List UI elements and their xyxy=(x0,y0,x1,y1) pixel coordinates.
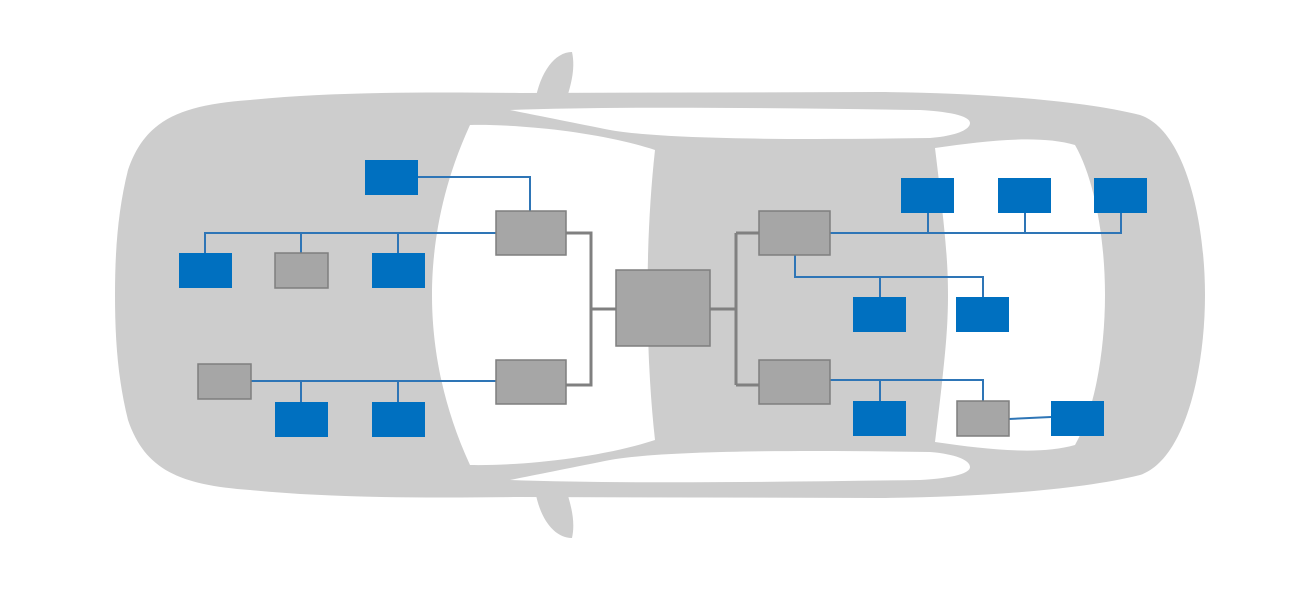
ecu-blue-rear-middle-1[interactable] xyxy=(853,297,906,332)
backbone-right xyxy=(710,231,759,387)
ecu-gray-front-middle[interactable] xyxy=(274,252,329,289)
ecu-blue-front-upper-1[interactable] xyxy=(179,253,232,288)
bus-front-left-upper xyxy=(204,232,496,253)
bus-front-left-lower xyxy=(251,380,496,402)
domain-controller-front-left-lower[interactable] xyxy=(495,359,567,405)
backbone-left xyxy=(566,231,616,387)
bus-rear-upper xyxy=(830,213,1122,234)
ecu-blue-rear-upper-3[interactable] xyxy=(1094,178,1147,213)
gray-controllers xyxy=(197,210,1010,437)
domain-controller-front-left-upper[interactable] xyxy=(495,210,567,256)
ecu-blue-rear-middle-2[interactable] xyxy=(956,297,1009,332)
left-mirror xyxy=(535,52,574,104)
upper-side-window xyxy=(510,107,970,139)
bus-rear-lower xyxy=(830,379,1052,420)
rear-window xyxy=(935,139,1105,451)
bus-lines xyxy=(204,176,1122,420)
right-mirror xyxy=(535,486,574,538)
ecu-blue-rear-lower-1[interactable] xyxy=(853,401,906,436)
domain-controller-rear-right-lower[interactable] xyxy=(758,359,831,405)
ecu-blue-rear-upper-1[interactable] xyxy=(901,178,954,213)
ecu-blue-rear-upper-2[interactable] xyxy=(998,178,1051,213)
lower-side-window xyxy=(510,451,970,483)
ecu-gray-front-lower-left[interactable] xyxy=(197,363,252,400)
blue-ecus xyxy=(179,160,1147,437)
ecu-blue-front-lower-2[interactable] xyxy=(372,402,425,437)
ecu-blue-front-lower-1[interactable] xyxy=(275,402,328,437)
domain-controller-rear-right-upper[interactable] xyxy=(758,210,831,256)
ecu-blue-rear-lower-2[interactable] xyxy=(1051,401,1104,436)
ecu-blue-front-top[interactable] xyxy=(365,160,418,195)
ecu-gray-rear-lower-right[interactable] xyxy=(956,400,1010,437)
backbone-lines xyxy=(566,231,759,387)
central-gateway[interactable] xyxy=(615,269,711,347)
ecu-blue-front-upper-3[interactable] xyxy=(372,253,425,288)
bus-front-top xyxy=(418,176,531,211)
bus-rear-middle xyxy=(794,255,984,297)
